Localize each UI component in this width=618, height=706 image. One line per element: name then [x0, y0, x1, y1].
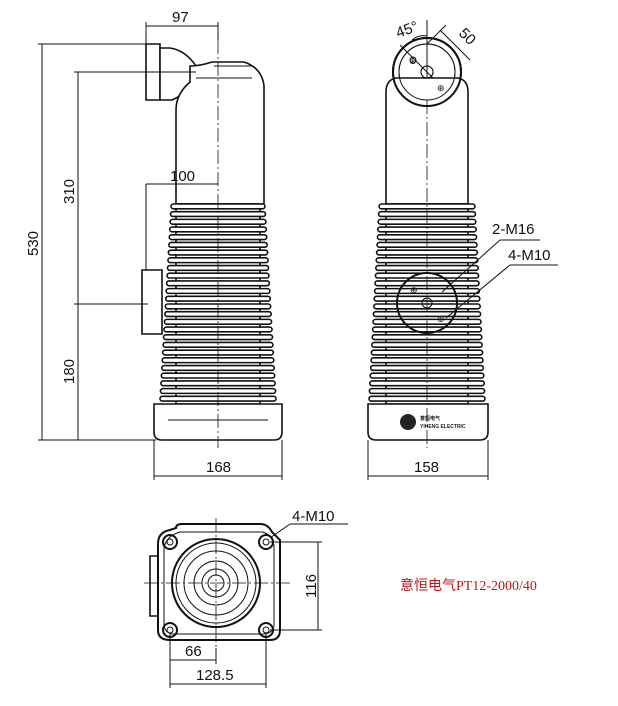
dim-100-text: 100: [170, 168, 195, 185]
logo-text-cn: 意恒电气: [420, 415, 440, 422]
dim-128-text: 128.5: [196, 667, 234, 684]
side-base: [367, 403, 489, 441]
logo-text-en: YIHENG ELECTRIC: [420, 424, 466, 430]
dim-116-text: 116: [303, 574, 320, 598]
bottom-view: 4-M10 116 66 128.5: [144, 508, 348, 688]
side-top-hole-1: [409, 56, 417, 64]
leader-bottom-m10: [269, 523, 291, 539]
dim-158-text: 158: [414, 459, 439, 476]
leader-m16: [441, 239, 501, 293]
front-view: 97 530 310 180 100 168: [25, 9, 283, 480]
dim-310-text: 310: [61, 179, 78, 204]
side-50-text: 50: [455, 25, 479, 49]
label-4-m10: 4-M10: [508, 247, 551, 264]
side-angle-arc: [411, 35, 428, 41]
side-rib: [368, 380, 485, 387]
side-top-hole-2-mark: ⊕: [437, 84, 445, 94]
label-bottom-4-m10: 4-M10: [292, 508, 335, 525]
dim-180-text: 180: [61, 359, 78, 384]
side-terminal: [141, 269, 163, 335]
front-rib: [164, 295, 272, 302]
side-50-line: [439, 29, 471, 61]
leader-m10: [445, 264, 511, 319]
side-mid-hole-2: ⊕: [437, 315, 445, 325]
side-view: 45° 50 ⊕ ⊕ ⊕ ⊕ 2-M16 4-M10 意恒电气 YIHENG E…: [367, 18, 558, 480]
side-mid-hole-1: ⊕: [410, 286, 418, 296]
upper-body: [175, 61, 265, 205]
dim-530-text: 530: [25, 231, 42, 256]
dim-97-text: 97: [172, 9, 189, 26]
bottom-housing: [157, 523, 281, 641]
dim-66-text: 66: [185, 643, 202, 660]
side-top-hole-1-mark: ⊕: [409, 57, 417, 67]
label-2-m16: 2-M16: [492, 221, 535, 238]
bottom-side-terminal: [149, 555, 159, 617]
side-angle-text: 45°: [394, 18, 421, 42]
bottom-bolt-tl: [162, 534, 178, 550]
dim-168-text: 168: [206, 459, 231, 476]
side-50-ext: [426, 24, 447, 45]
side-top-bore-front: [420, 65, 434, 79]
drawing-caption: 意恒电气PT12-2000/40: [400, 577, 537, 594]
logo-mark: [400, 414, 416, 430]
